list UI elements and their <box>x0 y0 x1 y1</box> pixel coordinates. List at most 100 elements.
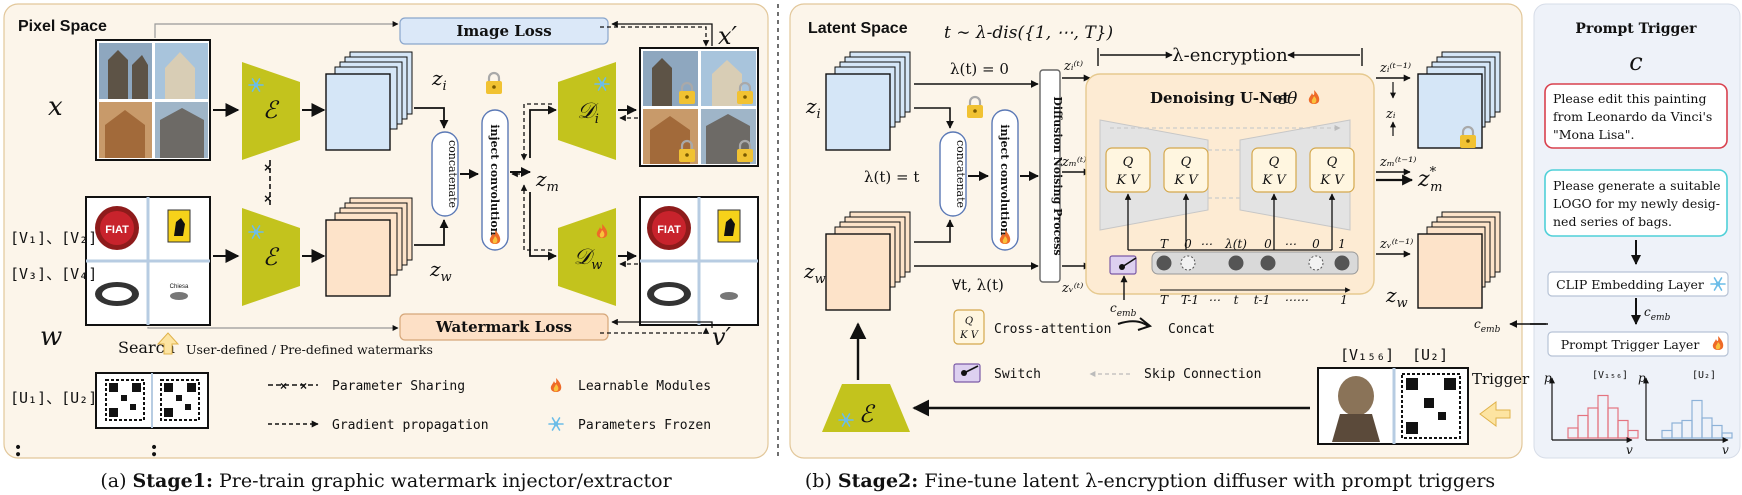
legend-gradient: Gradient propagation <box>332 418 489 433</box>
zm-star-label: z*m <box>1417 165 1442 195</box>
timestep-token: 1 <box>1340 293 1348 307</box>
timestep-token: T-1 <box>1181 293 1199 307</box>
output-image-label: x′ <box>718 22 738 50</box>
token-v156: [V₁₅₆] <box>1340 346 1394 364</box>
zw-t-label: zᵥ⁽ᵗ⁾ <box>1061 281 1083 296</box>
prompt-panel-title: Prompt Trigger <box>1575 21 1697 37</box>
stage2-encoder-label: ℰ <box>859 400 876 428</box>
latent-stack-zi <box>825 51 911 151</box>
concatenate-block <box>431 131 459 217</box>
encoder-watermark-label: ℰ <box>263 243 280 271</box>
svg-text:Q: Q <box>1123 155 1134 170</box>
sequence-token: 0 <box>1264 237 1272 251</box>
sequence-token: λ(t) <box>1224 237 1247 251</box>
prompt-2-line-2: LOGO for my newly desig- <box>1553 196 1720 211</box>
stage1-title: Pixel Space <box>18 18 107 35</box>
stage2-zw-label: zw <box>803 259 826 287</box>
prompt-2-line-1: Please generate a suitable <box>1553 178 1720 193</box>
timestep-token: t-1 <box>1254 293 1271 307</box>
concatenate-label: concatenate <box>446 140 459 208</box>
svg-text:Q: Q <box>1269 155 1280 170</box>
stage2-zw-out-label: zw <box>1385 283 1408 311</box>
hist1-axis-p: p <box>1544 371 1552 385</box>
lambda-zero: λ(t) = 0 <box>950 60 1009 78</box>
trigger-label: Trigger <box>1472 370 1530 388</box>
svg-text:Q: Q <box>1327 155 1338 170</box>
legend-cross-attention: Cross-attention <box>994 322 1111 337</box>
prompt-1-line-3: "Mona Lisa". <box>1553 127 1634 142</box>
unet-title: Denoising U-Net <box>1150 89 1289 107</box>
diffusion-noising-label: Diffusion Noising Process <box>1051 96 1064 255</box>
more-dots-2: : <box>150 436 158 462</box>
svg-text:Q: Q <box>1181 155 1192 170</box>
inject-convolution-block <box>481 109 509 251</box>
inject-convolution-label: inject convolution <box>488 124 501 235</box>
hist1-axis-v: v <box>1626 443 1633 457</box>
search-note: User-defined / Pre-defined watermarks <box>186 342 433 357</box>
clip-embedding-label: CLIP Embedding Layer <box>1556 277 1704 292</box>
histogram-bar <box>1711 424 1723 439</box>
stage2-inject-convolution-label: inject convolution <box>998 124 1011 235</box>
legend-learnable: Learnable Modules <box>578 379 711 394</box>
svg-text:K V: K V <box>1261 173 1287 188</box>
stage1-legend: × × Parameter Sharing Gradient propagati… <box>268 378 711 433</box>
output-latent-stack-zi <box>1417 51 1501 150</box>
latent-stack-zw <box>825 211 911 311</box>
sequence-dot <box>1308 255 1324 271</box>
logo-chiesa: Chiesa <box>170 284 189 290</box>
trigger-image-pair <box>1317 367 1469 445</box>
prompt-2-line-3: ned series of bags. <box>1553 214 1672 229</box>
v-label-1: [V₁]、[V₂] <box>10 229 97 247</box>
token-u2: [U₂] <box>1412 346 1448 364</box>
sequence-dot <box>1180 255 1196 271</box>
zi-label: zi <box>431 66 447 94</box>
sequence-token: 0 <box>1184 237 1192 251</box>
watermark-label: w <box>40 322 62 352</box>
timestep-token: ⋯⋯ <box>1284 293 1308 307</box>
input-image-label: x <box>48 92 63 122</box>
timestep-token: ⋯ <box>1208 293 1220 307</box>
diffusion-noising-block <box>1039 69 1061 283</box>
input-image-grid <box>95 39 211 161</box>
c-emb-label: cemb <box>1110 301 1137 319</box>
sequence-dot <box>1156 255 1172 271</box>
sequence-token: ⋯ <box>1284 237 1296 251</box>
svg-text:K V: K V <box>1173 173 1199 188</box>
stage2-concatenate-label: concatenate <box>954 140 967 208</box>
watermark-image-grid: FIAT Chiesa <box>85 196 211 326</box>
watermark-loss-label: Watermark Loss <box>435 318 572 336</box>
zw-label: zw <box>429 257 452 285</box>
decoder-image-label: 𝒟i <box>577 99 599 127</box>
svg-text:×: × <box>280 379 287 393</box>
zm-t1-label: zₘ⁽ᵗ⁻¹⁾ <box>1379 155 1417 170</box>
hist1-label: [V₁₅₆] <box>1592 370 1628 381</box>
svg-text:K V: K V <box>959 330 980 341</box>
logo-fiat: FIAT <box>105 224 129 236</box>
logo-fiat: FIAT <box>657 224 681 236</box>
watermark-loss-box <box>399 313 609 341</box>
lambda-sequence-bar <box>1151 251 1359 275</box>
decoder-watermark-label: 𝒟w <box>574 245 603 273</box>
sequence-token: 1 <box>1338 237 1346 251</box>
image-loss-label: Image Loss <box>456 22 551 40</box>
zm-t-label: zₘ⁽ᵗ⁾ <box>1061 155 1086 170</box>
legend-skip: Skip Connection <box>1144 367 1261 382</box>
output-latent-stack-zw <box>1417 211 1501 309</box>
panel-c-emb-label: cemb <box>1474 317 1501 335</box>
search-arrow-icon <box>156 332 180 355</box>
sequence-dot <box>1260 255 1276 271</box>
image-loss-box <box>399 17 609 45</box>
cross-attention-blocks: Q K V Q K V Q K V Q K V <box>1105 147 1355 193</box>
stage1-caption: (a) Stage1: Pre-train graphic watermark … <box>100 470 672 492</box>
hist2-axis-p: p <box>1638 371 1646 385</box>
unet-epsilon: εθ <box>1278 89 1297 109</box>
stage2-legend: Q K V Cross-attention Concat Switch Skip… <box>953 309 1261 383</box>
svg-text:K V: K V <box>1115 173 1141 188</box>
sequence-token: ⋯ <box>1200 237 1212 251</box>
timestep-token: T <box>1160 293 1169 307</box>
legend-switch: Switch <box>994 367 1041 382</box>
svg-text:×: × <box>264 160 272 175</box>
